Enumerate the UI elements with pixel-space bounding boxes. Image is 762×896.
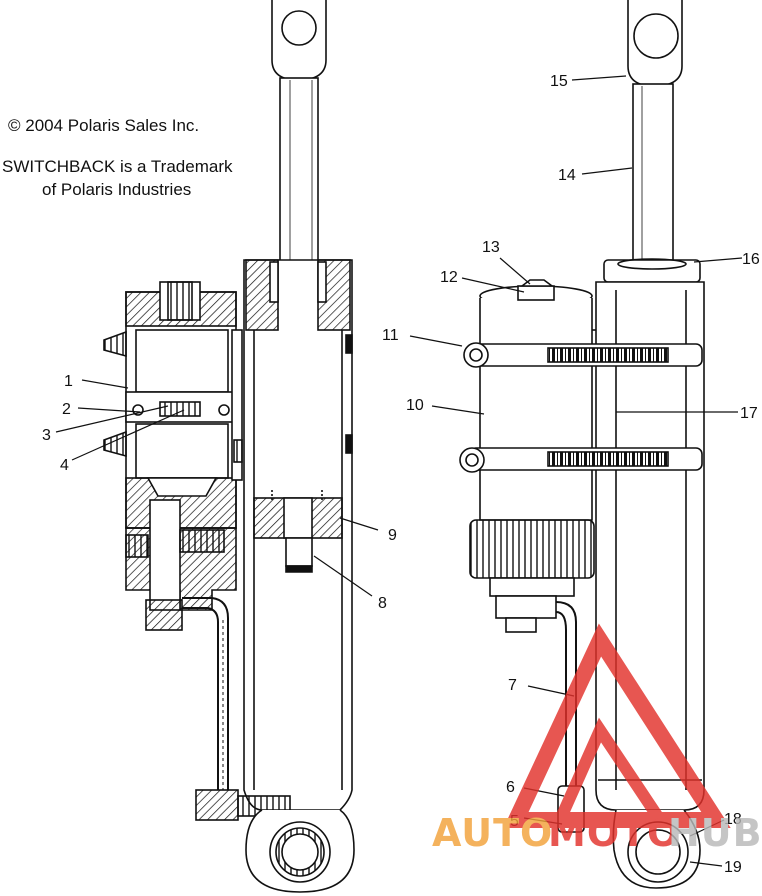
watermark-logo: AUTO MOTO HUB: [432, 623, 762, 855]
trademark-note-line2: of Polaris Industries: [42, 180, 192, 199]
callout-10: 10: [406, 397, 424, 414]
watermark-text-auto: AUTO: [432, 811, 553, 855]
callout-8: 8: [378, 595, 387, 612]
callout-7: 7: [508, 677, 517, 694]
callout-4: 4: [60, 457, 69, 474]
callout-18: 18: [724, 811, 742, 828]
callout-16: 16: [742, 251, 760, 268]
callout-19: 19: [724, 859, 742, 876]
callout-14: 14: [558, 167, 576, 184]
leader-lines: [55, 75, 743, 867]
callout-17: 17: [740, 405, 758, 422]
watermark-text-moto: MOTO: [548, 811, 680, 855]
callout-labels: 1 2 3 4 5 6 7 8 9 10 11 12 13 14 15 16 1…: [42, 73, 760, 876]
cutaway-shock: [103, 0, 355, 893]
callout-13: 13: [482, 239, 500, 256]
callout-2: 2: [62, 401, 71, 418]
copyright-note: © 2004 Polaris Sales Inc.: [8, 116, 200, 135]
callout-6: 6: [506, 779, 515, 796]
trademark-note-line1: SWITCHBACK is a Trademark: [2, 157, 233, 176]
callout-12: 12: [440, 269, 458, 286]
watermark-text-hub: HUB: [668, 811, 762, 855]
callout-1: 1: [64, 373, 73, 390]
callout-9: 9: [388, 527, 397, 544]
callout-3: 3: [42, 427, 51, 444]
callout-15: 15: [550, 73, 568, 90]
callout-11: 11: [382, 327, 399, 344]
